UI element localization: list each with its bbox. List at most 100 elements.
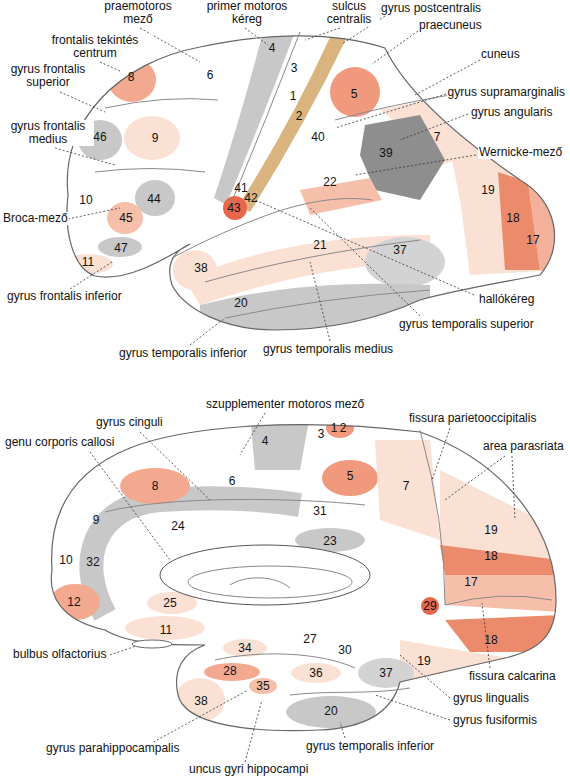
leader-lines-part bbox=[245, 28, 268, 45]
leader-lines-part bbox=[245, 700, 262, 762]
leader-lines-part bbox=[140, 432, 210, 500]
brodmann-regions-part bbox=[365, 237, 445, 287]
brodmann-regions-part bbox=[108, 58, 156, 102]
area-number: 18 bbox=[506, 212, 519, 224]
leader-lines-part bbox=[512, 456, 515, 520]
brodmann-regions-part bbox=[223, 196, 247, 220]
brodmann-regions-part bbox=[421, 597, 439, 615]
olfactory-bulb bbox=[132, 640, 172, 648]
region-label: gyrus temporalis inferior bbox=[305, 740, 435, 753]
brodmann-regions-part bbox=[63, 254, 113, 274]
leader-lines-part bbox=[90, 452, 170, 560]
medial-brain bbox=[50, 413, 560, 762]
area-number: 47 bbox=[114, 242, 127, 254]
area-number: 6 bbox=[207, 69, 214, 81]
region-label: primer motoros kéreg bbox=[198, 0, 296, 26]
brodmann-regions-part bbox=[204, 663, 260, 681]
sulci-part bbox=[105, 99, 218, 108]
region-label: sulcus centralis bbox=[318, 0, 380, 26]
area-number: 46 bbox=[93, 131, 106, 143]
leader-lines-part bbox=[240, 413, 265, 455]
sulci-part bbox=[445, 596, 552, 605]
brodmann-regions-part bbox=[249, 678, 277, 694]
area-number: 24 bbox=[171, 520, 184, 532]
sulci bbox=[95, 32, 450, 318]
area-number: 2 bbox=[340, 422, 347, 434]
corpus-callosum-part bbox=[230, 578, 290, 588]
area-number: 37 bbox=[379, 667, 392, 679]
area-number: 25 bbox=[163, 597, 176, 609]
region-label: szupplementer motoros mező bbox=[205, 398, 365, 411]
area-number: 7 bbox=[434, 131, 441, 143]
area-number: 3 bbox=[318, 428, 325, 440]
sulci-part bbox=[225, 290, 430, 318]
area-number: 7 bbox=[403, 480, 410, 492]
area-number: 36 bbox=[309, 667, 322, 679]
leader-lines-part bbox=[68, 208, 120, 219]
brodmann-regions-part bbox=[358, 658, 414, 688]
brodmann-regions-part bbox=[375, 440, 440, 540]
brodmann-regions-part bbox=[445, 615, 560, 652]
sulci-part bbox=[205, 240, 420, 282]
region-label: gyrus fusiformis bbox=[452, 714, 538, 727]
leader-lines-part bbox=[190, 318, 225, 345]
region-label: genu corporis callosi bbox=[4, 436, 115, 449]
region-label: gyrus temporalis superior bbox=[398, 318, 535, 331]
leader-lines-part bbox=[372, 31, 418, 64]
brodmann-regions-part bbox=[322, 460, 378, 496]
region-label: praemotoros mező bbox=[98, 0, 178, 26]
sulci-part bbox=[95, 169, 205, 173]
region-label: gyrus lingualis bbox=[452, 692, 530, 705]
area-number: 19 bbox=[484, 524, 497, 536]
brodmann-regions-part bbox=[107, 202, 143, 234]
brodmann-regions-part bbox=[214, 32, 295, 205]
leader-lines-part bbox=[255, 200, 474, 295]
area-number: 19 bbox=[417, 655, 430, 667]
region-label: gyrus temporalis medius bbox=[262, 343, 394, 356]
leader-lines-part bbox=[305, 28, 340, 40]
area-number: 20 bbox=[234, 297, 247, 309]
area-number: 28 bbox=[223, 665, 236, 677]
area-number: 19 bbox=[481, 184, 494, 196]
area-number: 43 bbox=[227, 202, 240, 214]
area-number: 20 bbox=[324, 705, 337, 717]
brodmann-regions-part bbox=[286, 696, 376, 728]
sulci-part bbox=[290, 688, 410, 695]
sulci bbox=[105, 430, 552, 695]
leader-lines-part bbox=[445, 456, 505, 500]
brodmann-regions-part bbox=[440, 545, 560, 575]
brodmann-regions-part bbox=[291, 663, 341, 683]
area-number: 9 bbox=[152, 132, 159, 144]
region-label: Broca-mező bbox=[2, 212, 69, 225]
area-number: 18 bbox=[484, 634, 497, 646]
lateral-brain bbox=[55, 16, 570, 345]
area-number: 17 bbox=[526, 234, 539, 246]
area-number: 29 bbox=[423, 600, 436, 612]
region-label: frontalis tekintés centrum bbox=[38, 34, 152, 60]
area-number: 8 bbox=[152, 480, 159, 492]
area-number: 21 bbox=[313, 239, 326, 251]
region-label: gyrus cinguli bbox=[95, 416, 164, 429]
brodmann-regions-part bbox=[250, 415, 310, 470]
brodmann-regions-part bbox=[330, 67, 380, 117]
area-number: 5 bbox=[351, 88, 358, 100]
area-number: 45 bbox=[119, 212, 132, 224]
leader-lines-part bbox=[340, 722, 345, 738]
area-number: 35 bbox=[256, 680, 269, 692]
area-number: 44 bbox=[147, 193, 160, 205]
sulci-part bbox=[230, 32, 300, 206]
area-number: 18 bbox=[484, 550, 497, 562]
area-number: 23 bbox=[323, 535, 336, 547]
area-number: 30 bbox=[338, 644, 351, 656]
area-number: 34 bbox=[238, 642, 251, 654]
area-number: 37 bbox=[393, 244, 406, 256]
area-number: 10 bbox=[59, 554, 72, 566]
region-label: gyrus frontalis medius bbox=[2, 120, 94, 146]
leader-lines-part bbox=[432, 428, 450, 480]
leader-lines-part bbox=[110, 646, 136, 655]
region-label: cuneus bbox=[480, 48, 521, 61]
area-number: 2 bbox=[296, 110, 303, 122]
leader-lines bbox=[90, 413, 515, 762]
area-number: 10 bbox=[79, 194, 92, 206]
